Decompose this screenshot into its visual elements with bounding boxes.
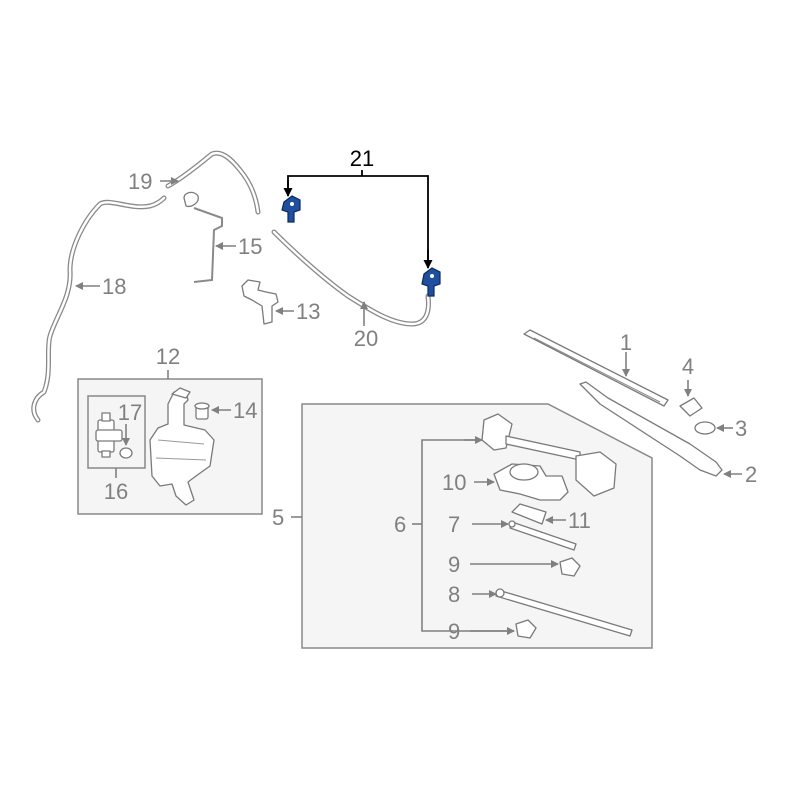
callout-2: 2: [745, 462, 757, 487]
callout-16: 16: [104, 479, 128, 504]
callout-21: 21: [350, 146, 374, 171]
callout-7: 7: [448, 512, 460, 537]
callout-18: 18: [102, 274, 126, 299]
washer-nozzle-left[interactable]: [281, 195, 301, 223]
callout-4: 4: [682, 354, 694, 379]
callout-1: 1: [620, 330, 632, 355]
callout-19: 19: [128, 169, 152, 194]
hose-joint-13[interactable]: [241, 279, 294, 325]
callout-9-lower: 9: [448, 619, 460, 644]
callout-3: 3: [735, 416, 747, 441]
callout-15: 15: [238, 234, 262, 259]
washer-nozzle-right[interactable]: [421, 267, 441, 297]
arm-nut-3[interactable]: [694, 421, 733, 435]
reservoir-cap[interactable]: [194, 402, 231, 420]
pump-grommet[interactable]: [119, 424, 133, 459]
callout-14: 14: [233, 398, 257, 423]
callout-12: 12: [156, 344, 180, 369]
callout-8: 8: [448, 582, 460, 607]
bracket-11[interactable]: [511, 503, 566, 525]
link-rod-7[interactable]: [472, 520, 577, 551]
washer-hose-19[interactable]: [160, 150, 261, 215]
callout-10: 10: [442, 470, 466, 495]
washer-hose-20[interactable]: [271, 229, 431, 327]
washer-pump[interactable]: [95, 412, 123, 458]
wiper-linkage[interactable]: [464, 413, 617, 497]
wiper-arm[interactable]: [579, 381, 742, 478]
callout-5: 5: [272, 505, 284, 530]
link-rod-8[interactable]: [472, 588, 633, 637]
washer-hose-18[interactable]: [31, 195, 167, 423]
callout-13: 13: [296, 299, 320, 324]
hose-clip-15[interactable]: [183, 191, 236, 283]
linkage-group-panel: [291, 403, 653, 649]
callout-6: 6: [394, 512, 406, 537]
wiper-motor[interactable]: [474, 463, 569, 501]
callout-9-upper: 9: [448, 552, 460, 577]
nozzle-leader-21: [283, 170, 433, 269]
wiper-blade[interactable]: [523, 329, 669, 407]
callout-20: 20: [354, 326, 378, 351]
bushing-9b[interactable]: [470, 619, 537, 639]
callout-17: 17: [118, 400, 142, 425]
callout-11: 11: [568, 508, 591, 533]
washer-reservoir[interactable]: [149, 387, 215, 506]
bushing-9a[interactable]: [470, 557, 581, 577]
arm-cap-4[interactable]: [679, 380, 703, 417]
